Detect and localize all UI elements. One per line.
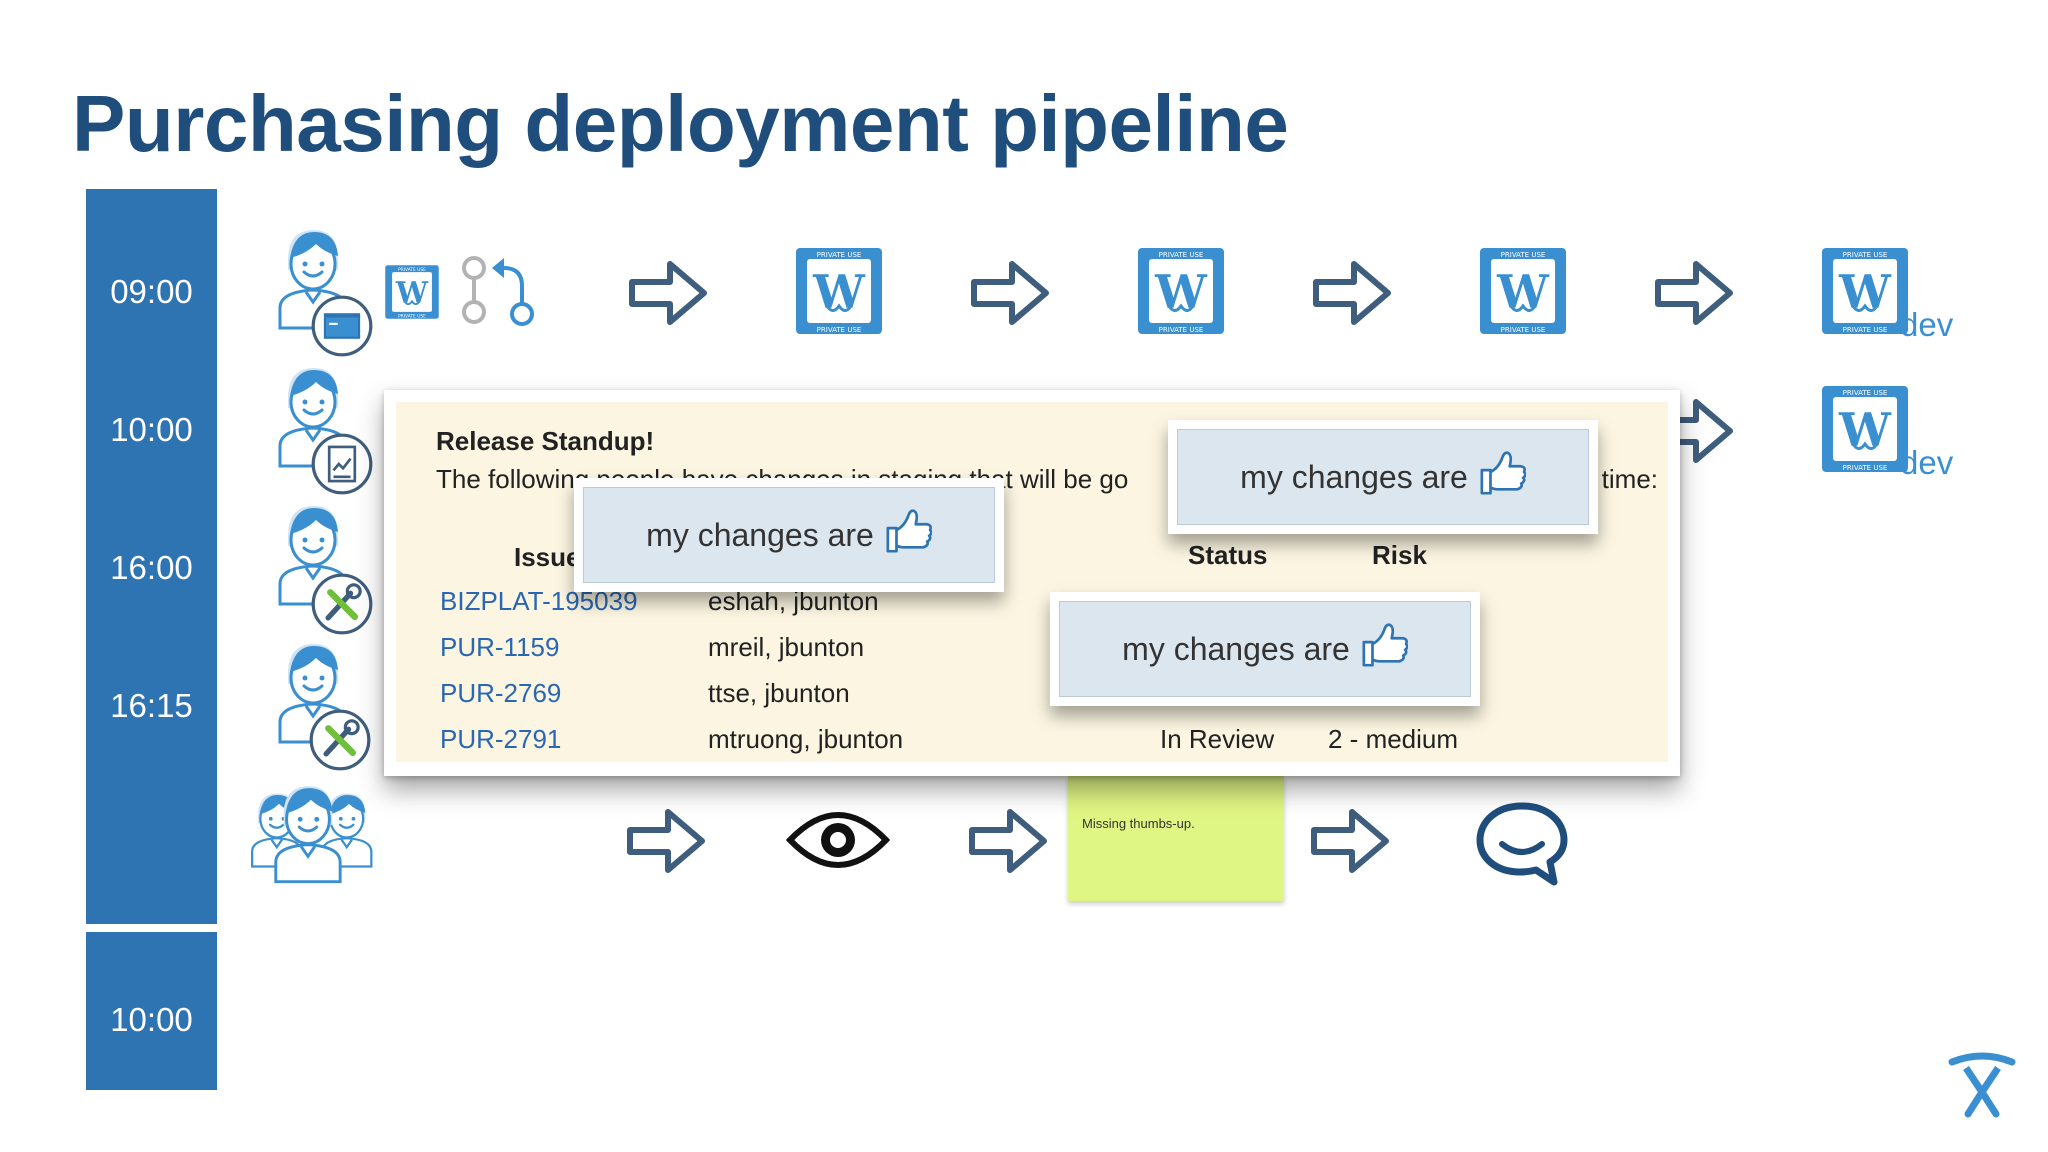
thumbs-up-icon xyxy=(1360,621,1408,677)
w-app-icon xyxy=(1478,246,1568,336)
column-header-risk: Risk xyxy=(1372,540,1427,570)
time-label-1000: 10:00 xyxy=(110,411,193,448)
thumbs-up-icon xyxy=(1478,449,1526,505)
team-avatar-center xyxy=(268,776,346,884)
standup-title: Release Standup! xyxy=(436,426,655,456)
thumbs-up-icon xyxy=(884,507,932,563)
env-label-dev: dev xyxy=(1900,306,1954,343)
w-app-icon xyxy=(1820,384,1910,474)
w-app-icon xyxy=(1136,246,1226,336)
issue-link[interactable]: PUR-2769 xyxy=(440,678,562,708)
issue-risk: 2 - medium xyxy=(1328,724,1459,754)
w-app-icon xyxy=(1820,246,1910,336)
issue-people: mreil, jbunton xyxy=(708,632,865,662)
timeline-bar xyxy=(86,189,217,924)
sticky-note-text: Missing thumbs-up. xyxy=(1082,816,1195,831)
thumbs-up-text: my changes are xyxy=(646,516,874,553)
time-label-1600: 16:00 xyxy=(110,549,193,586)
issue-link[interactable]: PUR-2791 xyxy=(440,724,562,754)
timeline-bar-next-day xyxy=(86,932,217,1090)
chat-bubble-icon xyxy=(1474,798,1570,890)
time-label-0900: 09:00 xyxy=(110,273,193,310)
thumbs-up-popup: my changes are xyxy=(1050,592,1480,706)
column-header-status: Status xyxy=(1188,540,1268,570)
time-label-1000-next: 10:00 xyxy=(110,1001,193,1038)
arrow-right-icon xyxy=(1654,258,1734,328)
thumbs-up-text: my changes are xyxy=(1122,630,1350,667)
standup-intro-end: time: xyxy=(1601,464,1658,494)
atlassian-logo-icon xyxy=(1946,1052,2018,1120)
terminal-badge-icon xyxy=(310,294,374,358)
w-app-icon-small xyxy=(384,264,440,320)
arrow-right-icon xyxy=(1310,806,1390,876)
thumbs-up-popup: my changes are xyxy=(574,478,1004,592)
time-label-1615: 16:15 xyxy=(110,687,193,724)
thumbs-up-popup: my changes are xyxy=(1168,420,1598,534)
w-app-icon xyxy=(794,246,884,336)
arrow-right-icon xyxy=(626,806,706,876)
issue-status: In Review xyxy=(1160,724,1275,754)
arrow-right-icon xyxy=(628,258,708,328)
arrow-right-icon xyxy=(968,806,1048,876)
issue-people: ttse, jbunton xyxy=(708,678,850,708)
column-header-issue: Issue xyxy=(514,542,581,572)
sticky-note: Missing thumbs-up. xyxy=(1068,776,1284,901)
git-branch-icon xyxy=(454,250,544,340)
report-badge-icon xyxy=(310,432,374,496)
issue-link[interactable]: PUR-1159 xyxy=(440,632,560,662)
env-label-dev: dev xyxy=(1900,444,1954,481)
eye-icon xyxy=(786,808,890,872)
arrow-right-icon xyxy=(1312,258,1392,328)
slide-title: Purchasing deployment pipeline xyxy=(72,79,1289,168)
thumbs-up-text: my changes are xyxy=(1240,458,1468,495)
arrow-right-icon xyxy=(970,258,1050,328)
tools-badge-icon xyxy=(310,572,374,636)
tools-badge-icon xyxy=(308,708,372,772)
issue-people: mtruong, jbunton xyxy=(708,724,904,754)
